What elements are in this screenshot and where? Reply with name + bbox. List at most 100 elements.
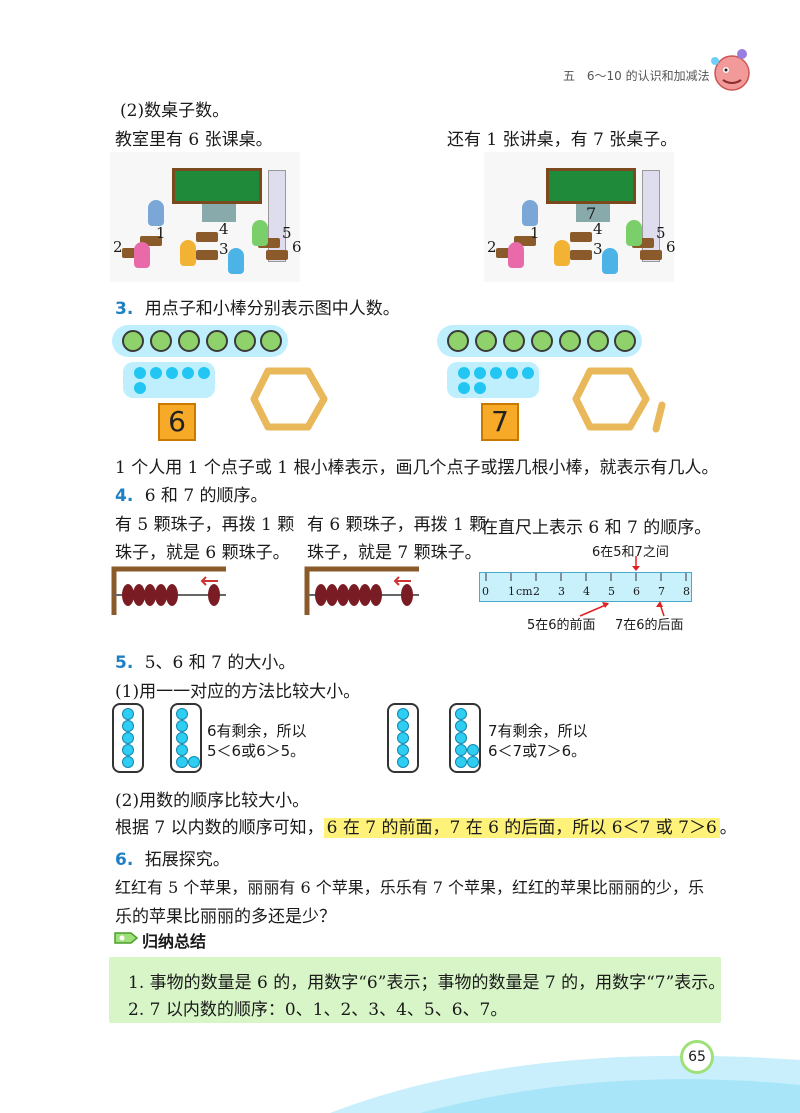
face-icon [614,330,636,352]
ruler-tick: 3 [558,585,565,598]
blackboard [172,168,262,204]
dot [458,367,470,379]
section4-col3: 在直尺上表示 6 和 7 的顺序。 [481,518,712,538]
face-icon [122,330,144,352]
stick-hexagon-right [572,367,666,433]
compare-text-right-1: 7有剩余，所以 [488,722,588,740]
child-figure [228,248,244,274]
summary-item-1: 1. 事物的数量是 6 的，用数字“6”表示；事物的数量是 7 的，用数字“7”… [128,973,726,993]
ruler-tick: 1 [508,585,515,598]
child-figure [508,242,524,268]
dot [490,367,502,379]
section5-heading: 5. 5、6 和 7 的大小。 [115,648,295,673]
order-sentence-end: 。 [719,818,737,838]
face-icon [178,330,200,352]
desk [640,250,662,260]
blackboard [546,168,636,204]
chapter-title: 6～10 的认识和加减法 [586,69,710,83]
teacher-desk [576,204,610,222]
section3-number: 3. [115,299,134,319]
face-icon [503,330,525,352]
teacher-figure [148,200,164,226]
child-figure [180,240,196,266]
section3-title: 用点子和小棒分别表示图中人数。 [144,299,400,319]
section6-number: 6. [115,850,134,870]
dot [198,367,210,379]
section4-number: 4. [115,486,134,506]
teacher-figure [522,200,538,226]
desk-label: 6 [666,238,676,256]
ruler-tick: 6 [633,585,640,598]
counter-dot [455,744,467,756]
desk-label: 5 [282,224,292,242]
summary-title: 归纳总结 [142,932,207,951]
ruler-left-note: 5在6的前面 [527,618,596,633]
dot [506,367,518,379]
right-caption: 还有 1 张讲桌，有 7 张桌子。 [447,130,678,150]
counter-dot [397,744,409,756]
counter-dot [455,732,467,744]
desk-label: 2 [113,238,123,256]
dot [134,367,146,379]
desk [140,236,162,246]
part2-label: (2)数桌子数。 [120,101,230,121]
face-icon [206,330,228,352]
face-icon [447,330,469,352]
counter-dot [122,744,134,756]
desk [570,250,592,260]
section5-number: 5. [115,653,134,673]
order-sentence: 根据 7 以内数的顺序可知，6 在 7 的前面，7 在 6 的后面，所以 6＜7… [115,813,737,838]
left-caption: 教室里有 6 张课桌。 [115,130,273,150]
counter-dot [455,756,467,768]
desk [570,232,592,242]
classroom-illustration-left: 1 2 3 4 5 6 [110,152,302,282]
section6-title: 拓展探究。 [144,850,230,870]
summary-tag-icon [114,932,139,944]
count-box-right: 7 [481,403,519,441]
desk [258,238,280,248]
child-figure [626,220,642,246]
dot [166,367,178,379]
section3-heading: 3. 用点子和小棒分别表示图中人数。 [115,294,400,319]
counter-dot [397,708,409,720]
count-box-left: 6 [158,403,196,441]
counter-dot [176,756,188,768]
counter-dot [467,756,479,768]
section4-col1-line1: 有 5 颗珠子，再拨 1 颗 [115,515,295,535]
desk [266,250,288,260]
abacus-left [111,566,226,615]
dot [150,367,162,379]
ruler-arrows [579,601,665,617]
dot [458,382,470,394]
classroom-illustration-right: 7 1 2 3 4 5 6 [484,152,676,282]
face-icon [260,330,282,352]
child-figure [554,240,570,266]
compare-text-left-1: 6有剩余，所以 [207,722,307,740]
desk-label: 1 [156,224,166,242]
counter-dot [176,732,188,744]
counter-dot [122,732,134,744]
section4-col1-line2: 珠子，就是 6 颗珠子。 [115,543,290,563]
page-number: 65 [680,1040,714,1074]
desk [196,250,218,260]
desk [496,248,518,258]
section4-title: 6 和 7 的顺序。 [144,486,268,506]
ruler-right-note: 7在6的后面 [615,618,684,633]
order-sentence-lead: 根据 7 以内数的顺序可知， [115,818,324,838]
counter-dot [176,744,188,756]
ruler-top-note: 6在5和7之间 [592,545,669,560]
ruler-tick: 2 [533,585,540,598]
section4-col2-line1: 有 6 颗珠子，再拨 1 颗 [307,515,487,535]
dot [134,382,146,394]
desk-label: 4 [219,220,229,238]
counter-dot [455,720,467,732]
chapter-header: 五 6～10 的认识和加减法 [563,67,710,84]
desk-label: 2 [487,238,497,256]
counter-dot [122,720,134,732]
desk-label: 3 [219,240,229,258]
face-icon [559,330,581,352]
counter-dot [397,732,409,744]
desk [514,236,536,246]
counter-dot [455,708,467,720]
ruler-tick: 8 [683,585,690,598]
